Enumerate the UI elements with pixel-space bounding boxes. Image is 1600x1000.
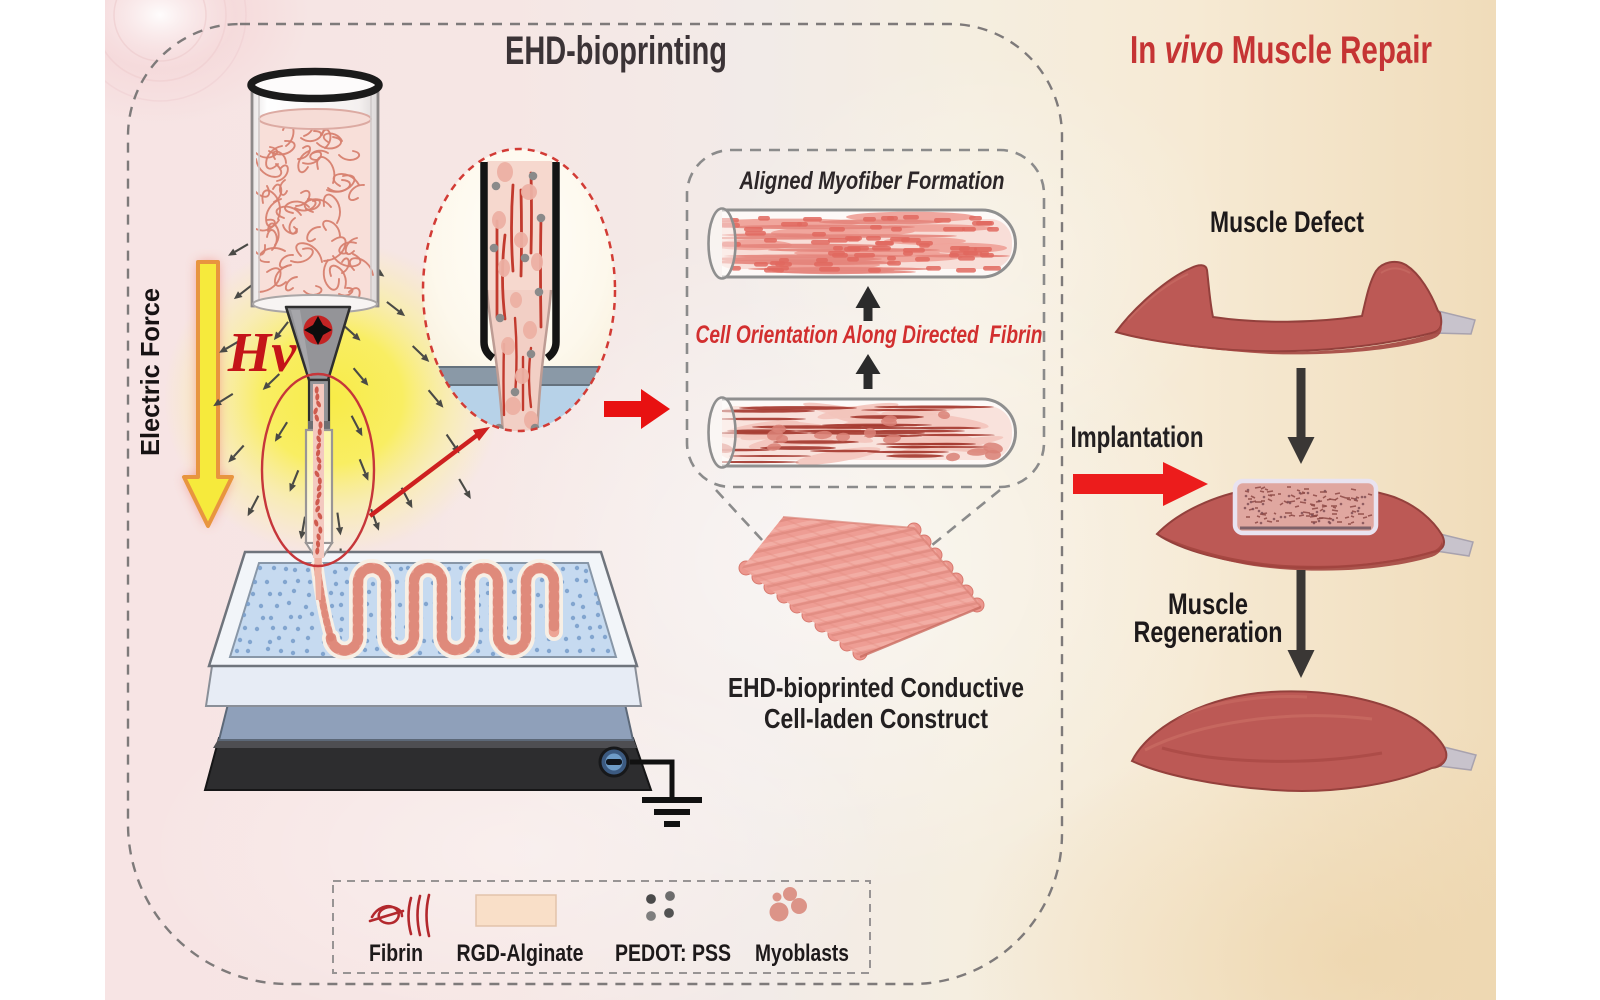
svg-text:Muscle Defect: Muscle Defect xyxy=(1210,206,1364,239)
svg-text:Aligned Myofiber Formation: Aligned Myofiber Formation xyxy=(739,167,1005,195)
svg-text:PEDOT: PSS: PEDOT: PSS xyxy=(615,940,731,967)
svg-text:Muscle: Muscle xyxy=(1168,588,1248,621)
svg-text:Implantation: Implantation xyxy=(1071,421,1204,454)
svg-text:Regeneration: Regeneration xyxy=(1134,616,1283,649)
svg-text:Electric Force: Electric Force xyxy=(135,288,165,456)
svg-text:EHD-bioprinting: EHD-bioprinting xyxy=(505,29,727,73)
svg-text:In vivo Muscle Repair: In vivo Muscle Repair xyxy=(1130,29,1432,72)
svg-text:Myoblasts: Myoblasts xyxy=(755,940,849,967)
svg-text:EHD-bioprinted Conductive: EHD-bioprinted Conductive xyxy=(728,672,1024,703)
svg-text:Hv: Hv xyxy=(227,322,298,384)
svg-text:Cell-laden Construct: Cell-laden Construct xyxy=(764,703,988,734)
svg-text:Fibrin: Fibrin xyxy=(369,940,423,967)
svg-text:Cell Orientation Along Directe: Cell Orientation Along Directed Fibrin xyxy=(696,321,1043,349)
svg-text:RGD-Alginate: RGD-Alginate xyxy=(457,940,584,967)
